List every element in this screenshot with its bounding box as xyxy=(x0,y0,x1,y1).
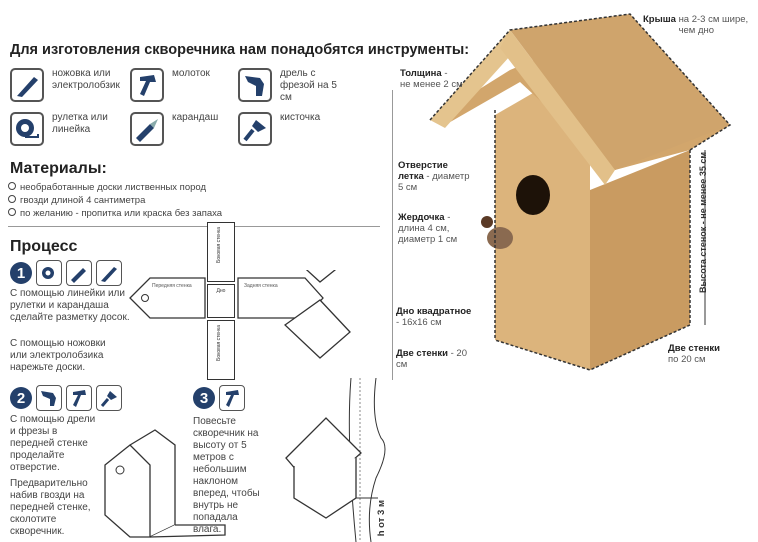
step-number: 2 xyxy=(10,387,32,409)
tape-measure-icon xyxy=(10,112,44,146)
tool-drill: дрель с фрезой на 5 см xyxy=(238,68,350,104)
saw-icon xyxy=(96,260,122,286)
tool-brush: кисточка xyxy=(238,112,320,146)
step-1-header: 1 xyxy=(10,260,122,286)
drill-icon xyxy=(238,68,272,102)
net-drawing xyxy=(129,270,351,359)
pencil-icon xyxy=(130,112,164,146)
divider xyxy=(8,226,380,227)
step-1-text-b: С помощью ножовки или электролобзика нар… xyxy=(10,338,106,373)
materials-title: Материалы: xyxy=(10,160,107,177)
assembly-drawing xyxy=(104,429,226,538)
step-2-text-a: С помощью дрели и фрезы в передней стенк… xyxy=(10,414,96,473)
step-number: 1 xyxy=(10,262,32,284)
net-front-label: Передняя стенка xyxy=(152,283,192,289)
annotation-roof: Крыша на 2-3 см шире, чем дно xyxy=(643,14,749,36)
material-item: по желанию - пропитка или краска без зап… xyxy=(8,208,222,219)
step-2-text-b: Предварительно набив гвозди на передней … xyxy=(10,478,91,537)
material-item: необработанные доски лиственных пород xyxy=(8,182,206,193)
step-1-text-a: С помощью линейки или рулетки и карандаш… xyxy=(10,288,130,323)
divider-vertical xyxy=(392,90,393,380)
annotation-wall-height: Высота стенок - не менее 35 см xyxy=(698,152,708,293)
brush-icon xyxy=(96,385,122,411)
step-3-header: 3 xyxy=(193,385,245,411)
tool-pencil: карандаш xyxy=(130,112,218,146)
annotation-two-walls-left: Две стенки - 20 см xyxy=(396,348,467,370)
hammer-icon xyxy=(130,68,164,102)
hanging-drawing xyxy=(285,378,386,542)
annotation-hole: Отверстие летка - диаметр 5 см xyxy=(398,160,470,193)
material-item: гвозди длиной 4 сантиметра xyxy=(8,195,145,206)
net-bottom: Дно xyxy=(207,284,235,318)
annotation-thickness: Толщина -не менее 2 см xyxy=(400,68,463,90)
net-side-wall-bottom: Боковая стенка xyxy=(207,320,235,380)
birdhouse-photo xyxy=(429,13,732,371)
process-title: Процесс xyxy=(10,238,78,255)
step-3-text: Повесьте скворечник на высоту от 5 метро… xyxy=(193,416,260,535)
hammer-icon xyxy=(219,385,245,411)
step-number: 3 xyxy=(193,387,215,409)
pencil-icon xyxy=(66,260,92,286)
net-side-wall-top: Боковая стенка xyxy=(207,222,235,282)
tool-saw: ножовка или электролобзик xyxy=(10,68,124,102)
tool-tape: рулетка или линейка xyxy=(10,112,122,146)
page-title: Для изготовления скворечника нам понадоб… xyxy=(10,42,470,58)
net-back-label: Задняя стенка xyxy=(244,283,278,289)
hammer-icon xyxy=(66,385,92,411)
brush-icon xyxy=(238,112,272,146)
drill-icon xyxy=(36,385,62,411)
tool-hammer: молоток xyxy=(130,68,210,102)
tape-measure-icon xyxy=(36,260,62,286)
saw-icon xyxy=(10,68,44,102)
annotation-perch: Жердочка - длина 4 см, диаметр 1 см xyxy=(398,212,458,245)
annotation-bottom: Дно квадратное - 16х16 см xyxy=(396,306,472,328)
height-label: h от 3 м xyxy=(376,500,387,537)
step-2-header: 2 xyxy=(10,385,122,411)
